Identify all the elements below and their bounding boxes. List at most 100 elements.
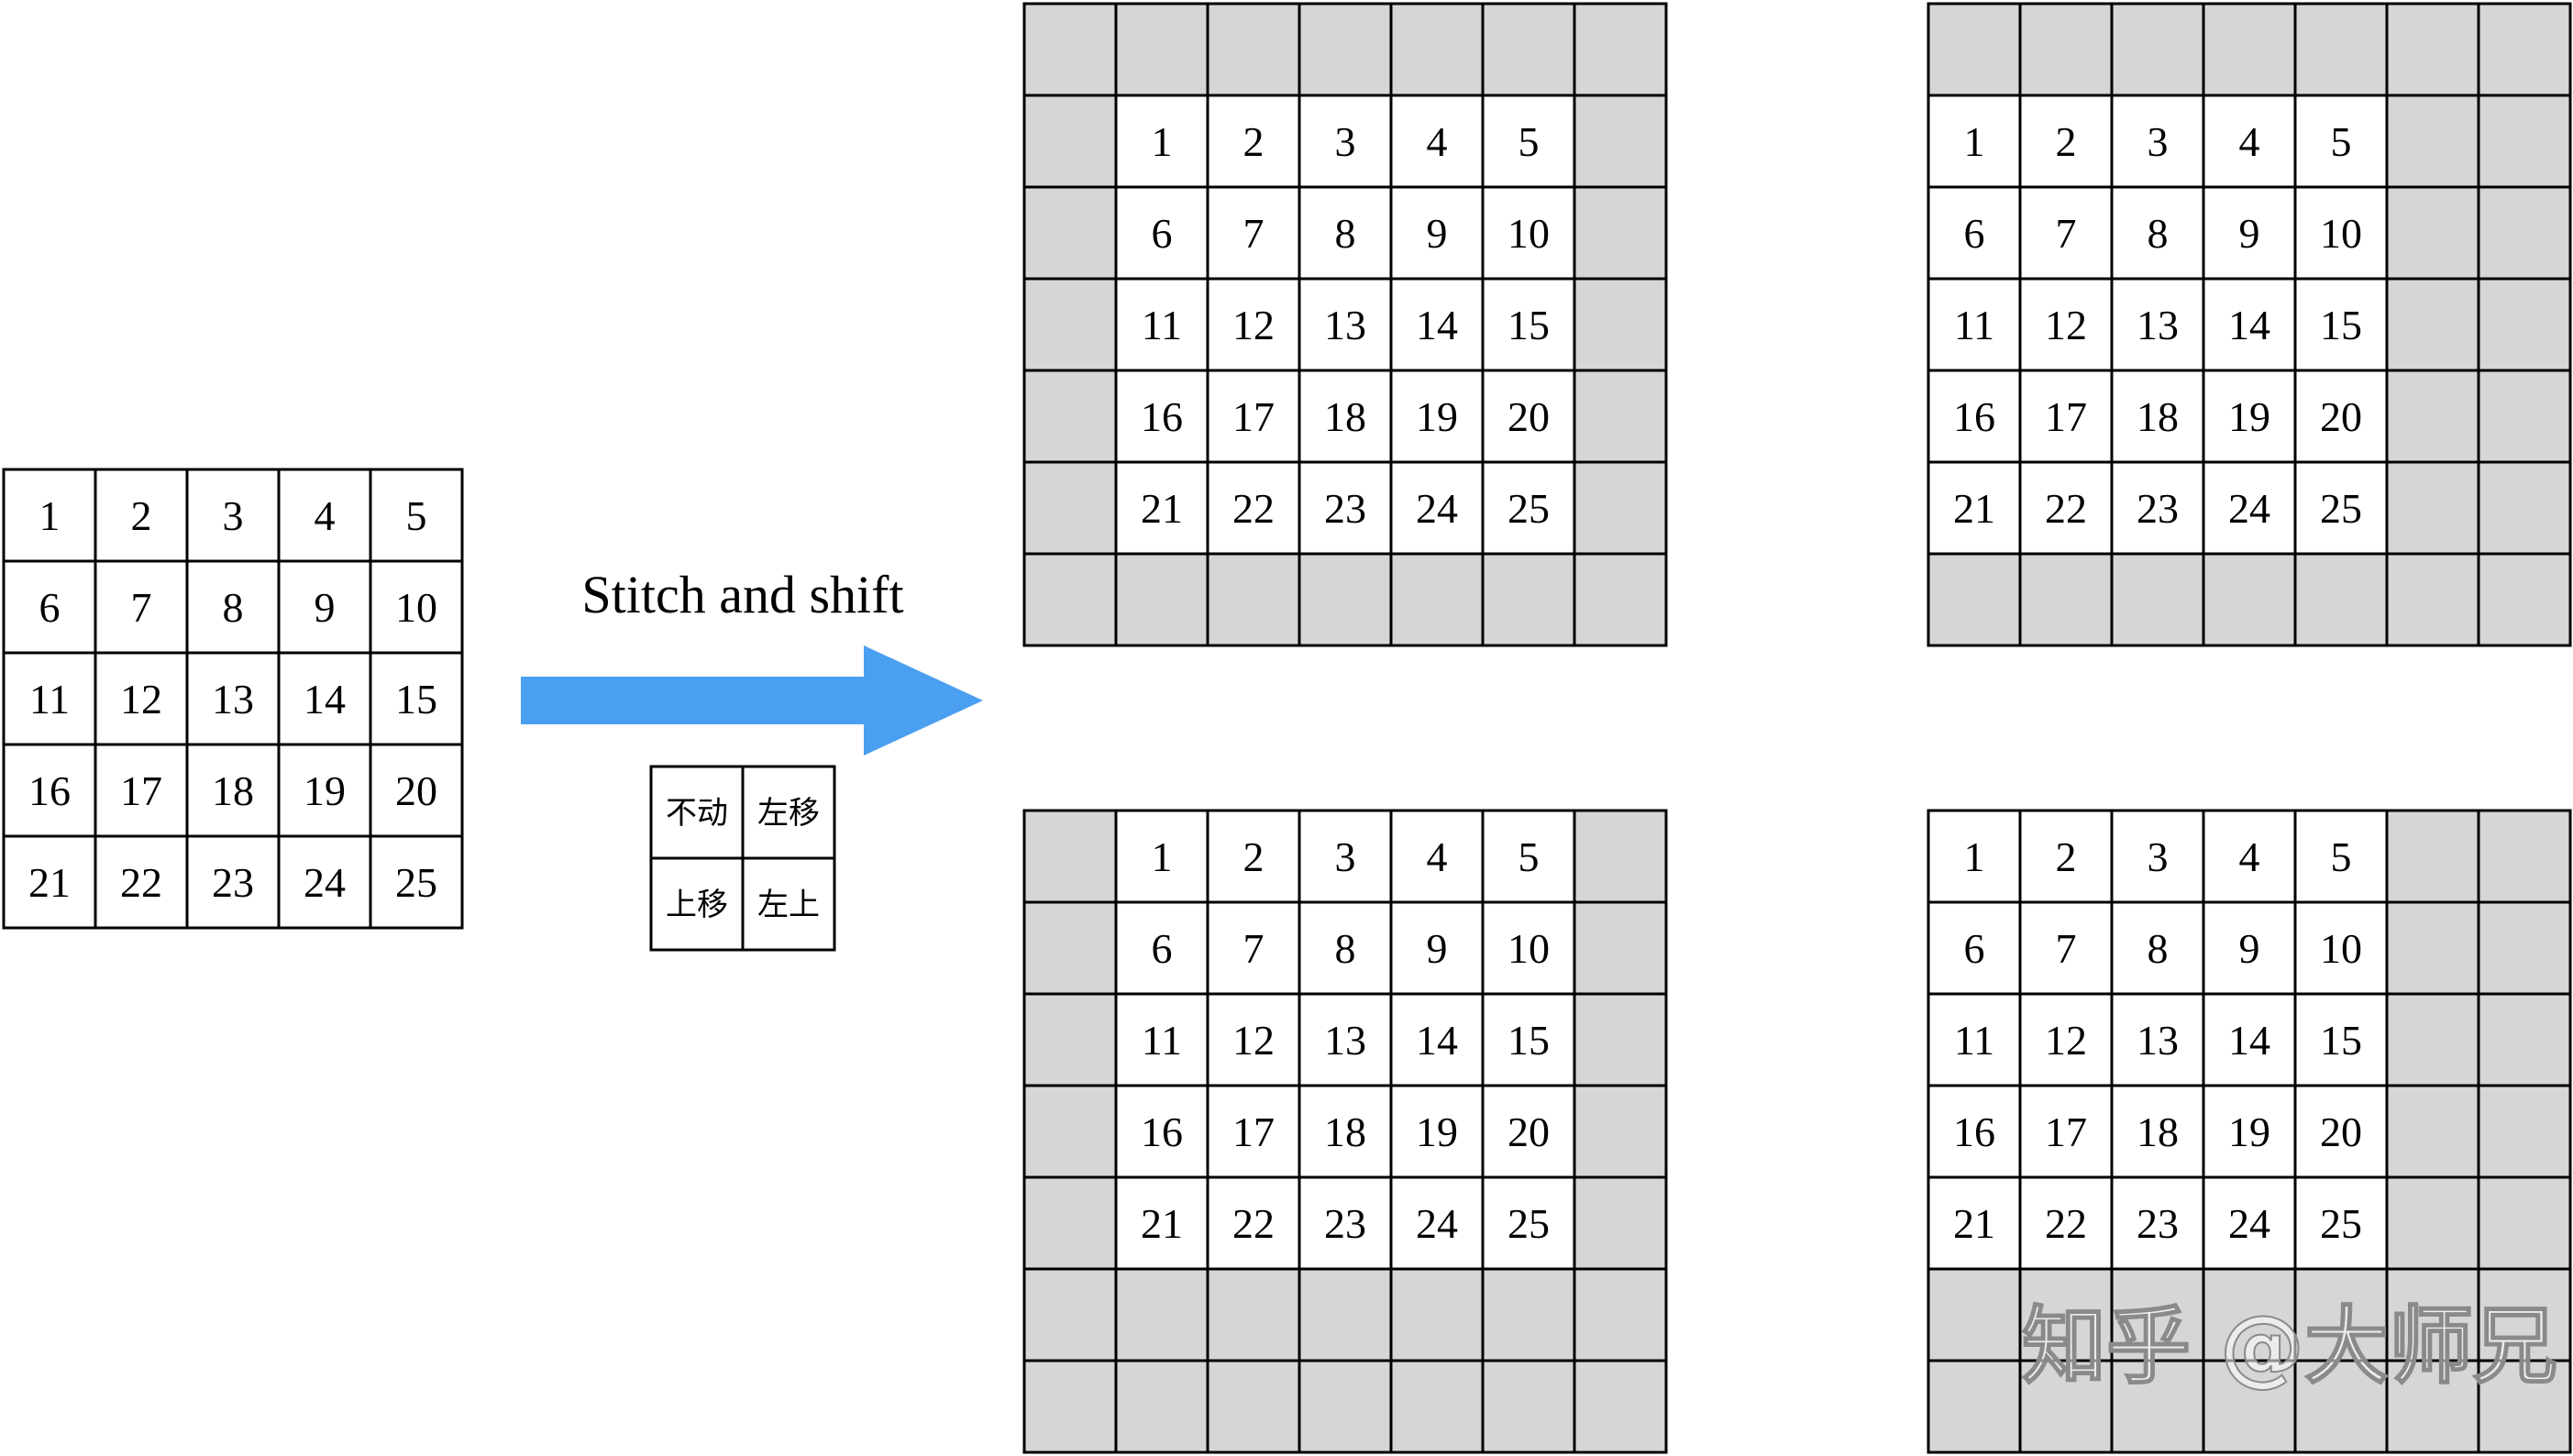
- watermark: 知乎 @大师兄: [2022, 1297, 2557, 1395]
- padding-cell-box: [2293, 552, 2389, 647]
- shifted-cell-box: [1298, 809, 1393, 904]
- shifted-cell-label: 24: [2228, 485, 2270, 532]
- shifted-cell-box: [2202, 369, 2297, 464]
- source-cell: 14: [277, 651, 372, 746]
- shifted-cell-label: 22: [1232, 1200, 1275, 1247]
- padding-cell-box: [1573, 1175, 1668, 1271]
- source-cell-box: [185, 834, 281, 930]
- padding-cell: [2477, 809, 2572, 904]
- shifted-cell: 7: [1206, 900, 1301, 996]
- shifted-cell-label: 4: [1427, 833, 1448, 880]
- padding-cell-box: [2110, 1359, 2205, 1454]
- padding-cell-box: [1573, 369, 1668, 464]
- shifted-cell-label: 21: [1953, 485, 1995, 532]
- shifted-cell: 18: [1298, 369, 1393, 464]
- padding-cell: [2385, 2, 2480, 97]
- shifted-cell-label: 6: [1152, 925, 1173, 972]
- shifted-cell-box: [2293, 460, 2389, 556]
- shifted-cell-label: 20: [1507, 393, 1550, 440]
- padding-cell-box: [1573, 552, 1668, 647]
- padding-cell: [1114, 1359, 1209, 1454]
- shifted-cell-label: 8: [1335, 210, 1356, 257]
- source-cell-box: [277, 651, 372, 746]
- shifted-cell: 14: [2202, 277, 2297, 372]
- padding-cell-box: [2110, 552, 2205, 647]
- shifted-cell: 24: [2202, 460, 2297, 556]
- shifted-cell-box: [2293, 900, 2389, 996]
- source-cell-box: [94, 743, 189, 838]
- padding-cell: [1022, 94, 1118, 189]
- shifted-cell-box: [1389, 1084, 1485, 1179]
- operation-label: Stitch and shift: [581, 565, 903, 624]
- shifted-cell-label: 13: [1324, 302, 1366, 348]
- padding-cell-box: [1022, 900, 1118, 996]
- padding-cell-box: [2477, 900, 2572, 996]
- padding-cell: [2018, 1267, 2114, 1362]
- source-cell: 9: [277, 559, 372, 655]
- shifted-cell-label: 4: [2239, 833, 2260, 880]
- shifted-cell: 11: [1927, 992, 2022, 1087]
- padding-cell-box: [1114, 2, 1209, 97]
- shifted-cell-label: 3: [2148, 833, 2169, 880]
- source-cell: 2: [94, 468, 189, 563]
- padding-cell: [1022, 992, 1118, 1087]
- padding-cell: [1022, 552, 1118, 647]
- padding-cell: [1573, 277, 1668, 372]
- shifted-cell: 5: [2293, 94, 2389, 189]
- padding-cell-box: [1573, 460, 1668, 556]
- shifted-cell-label: 23: [2137, 485, 2179, 532]
- source-cell-box: [277, 743, 372, 838]
- shifted-cell-box: [1298, 369, 1393, 464]
- source-cell: 13: [185, 651, 281, 746]
- shifted-cell: 3: [2110, 809, 2205, 904]
- shifted-cell: 23: [2110, 1175, 2205, 1271]
- shifted-cell-label: 10: [2320, 210, 2362, 257]
- source-cell: 25: [369, 834, 464, 930]
- padding-cell-box: [1114, 1267, 1209, 1362]
- padding-cell: [1206, 1267, 1301, 1362]
- shifted-cell: 19: [2202, 369, 2297, 464]
- shifted-cell-label: 22: [2045, 1200, 2087, 1247]
- source-cell-label: 3: [223, 492, 244, 539]
- shifted-cell-label: 14: [2228, 1017, 2270, 1064]
- shifted-cell-label: 19: [1416, 1109, 1458, 1155]
- shifted-cell: 5: [1481, 809, 1576, 904]
- padding-cell-box: [1573, 1359, 1668, 1454]
- padding-cell: [1481, 552, 1576, 647]
- right-arrow-icon: [521, 645, 983, 756]
- padding-cell-box: [1927, 1359, 2022, 1454]
- shifted-cell: 14: [2202, 992, 2297, 1087]
- shifted-cell: 25: [2293, 460, 2389, 556]
- shifted-cell-label: 23: [1324, 1200, 1366, 1247]
- shifted-cell-label: 10: [1507, 210, 1550, 257]
- shifted-cell-label: 25: [2320, 1200, 2362, 1247]
- shifted-cell-box: [2293, 369, 2389, 464]
- padding-cell-box: [2202, 552, 2297, 647]
- padding-cell-box: [2385, 185, 2480, 281]
- shifted-cell-box: [1927, 460, 2022, 556]
- padding-cell: [1022, 809, 1118, 904]
- padding-cell: [1927, 1359, 2022, 1454]
- shifted-cell: 17: [2018, 1084, 2114, 1179]
- shifted-cell-label: 17: [1232, 1109, 1275, 1155]
- shifted-cell-label: 19: [2228, 393, 2270, 440]
- padding-cell: [1022, 1175, 1118, 1271]
- shifted-cell: 4: [2202, 809, 2297, 904]
- shifted-cell: 11: [1114, 277, 1209, 372]
- source-cell-label: 25: [395, 859, 437, 906]
- shifted-cell: 6: [1114, 900, 1209, 996]
- shifted-cell-label: 7: [1243, 925, 1264, 972]
- shifted-cell-label: 13: [1324, 1017, 1366, 1064]
- shifted-cell-label: 7: [1243, 210, 1264, 257]
- source-cell-box: [185, 559, 281, 655]
- shifted-cell-label: 2: [1243, 118, 1264, 165]
- padding-cell: [2293, 552, 2389, 647]
- padding-cell: [1573, 460, 1668, 556]
- padding-cell: [1389, 1267, 1485, 1362]
- shifted-cell-box: [1298, 900, 1393, 996]
- padding-cell: [2477, 900, 2572, 996]
- padding-cell-box: [2385, 94, 2480, 189]
- shifted-cell: 23: [1298, 1175, 1393, 1271]
- shifted-cell-box: [1298, 1084, 1393, 1179]
